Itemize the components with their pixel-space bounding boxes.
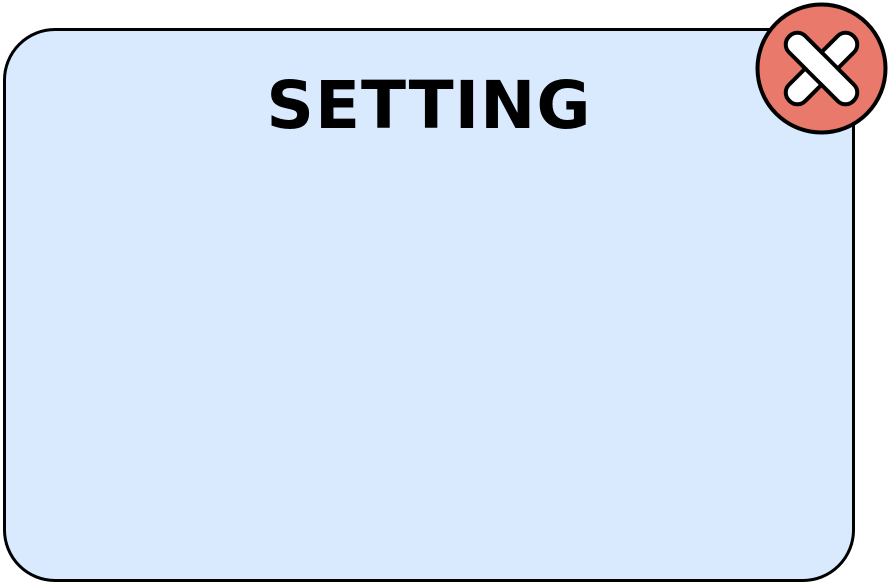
panel-title: SETTING bbox=[266, 67, 592, 144]
settings-panel: SETTING bbox=[3, 28, 855, 582]
close-icon bbox=[755, 2, 888, 135]
close-button[interactable] bbox=[754, 1, 889, 136]
